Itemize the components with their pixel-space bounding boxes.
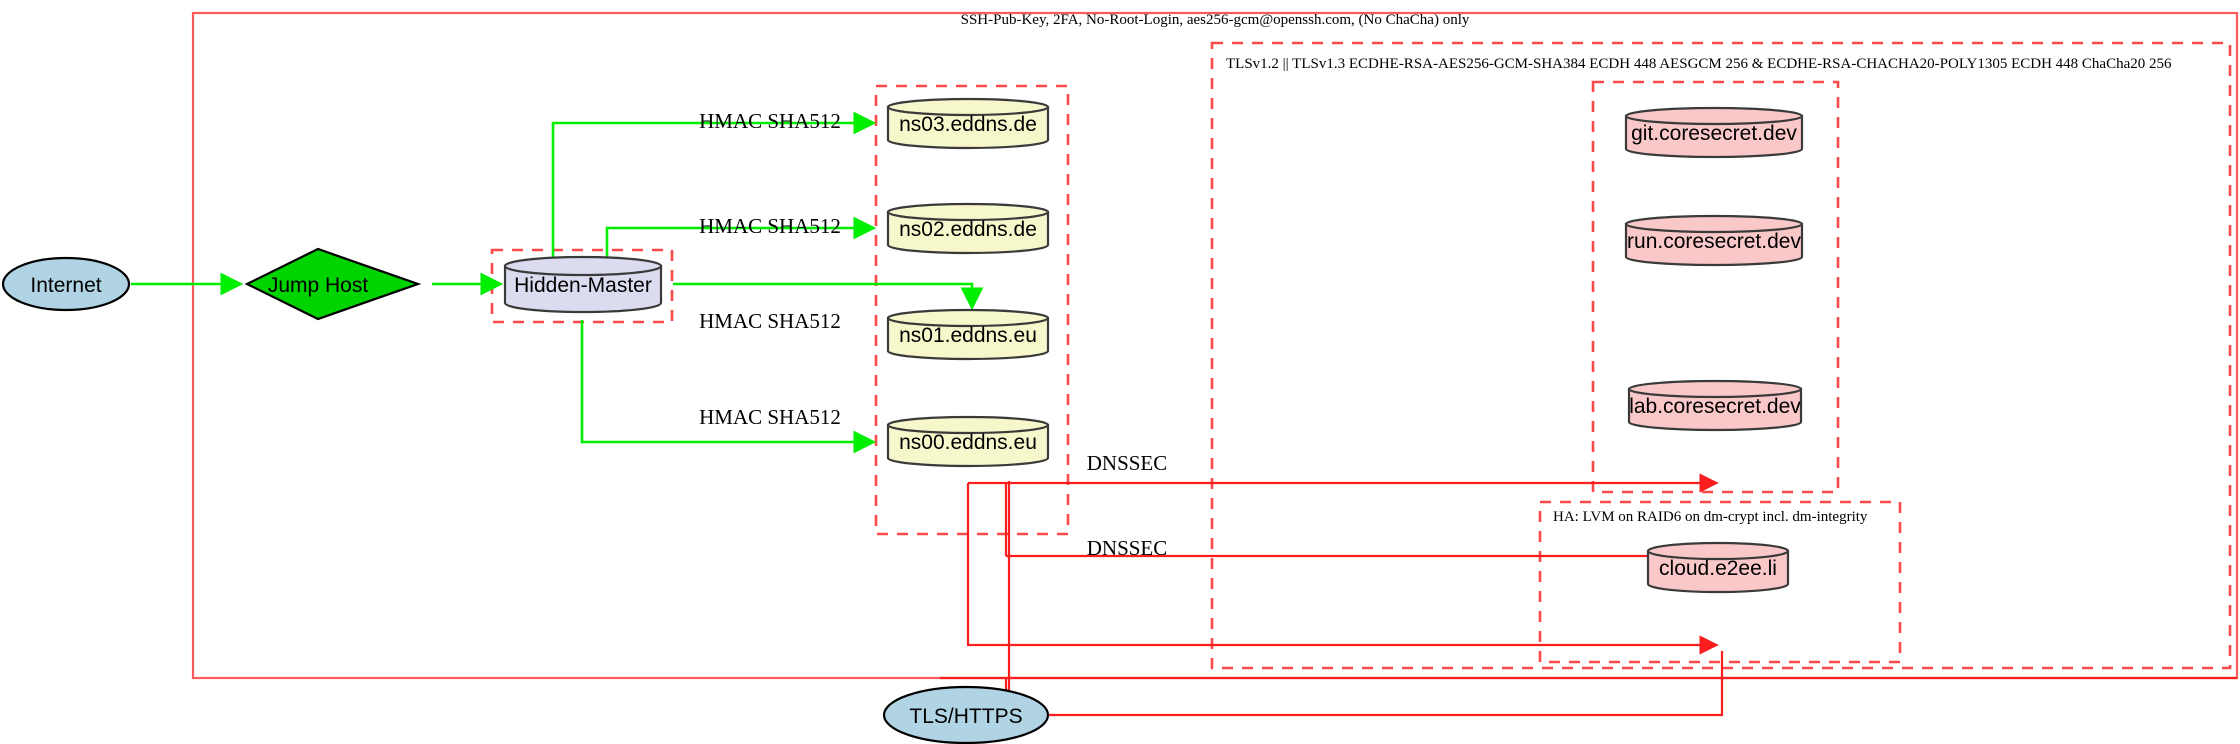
node-ns02[interactable]: ns02.eddns.de bbox=[886, 202, 1050, 255]
node-git-coresecret[interactable]: git.coresecret.dev bbox=[1624, 106, 1804, 159]
edge-hidden-master-to-ns01 bbox=[673, 282, 972, 307]
node-hidden-master-label: Hidden-Master bbox=[514, 274, 652, 297]
cluster-tls-label: TLSv1.2 || TLSv1.3 ECDHE-RSA-AES256-GCM-… bbox=[1226, 56, 2172, 72]
edge-hidden-master-to-ns02 bbox=[605, 228, 873, 260]
edge-label-hmac-4: HMAC SHA512 bbox=[699, 405, 841, 429]
node-lab-coresecret-label: lab.coresecret.dev bbox=[1629, 395, 1801, 418]
cluster-ha: HA: LVM on RAID6 on dm-crypt incl. dm-in… bbox=[1538, 500, 1902, 664]
node-jump-host[interactable]: Jump Host bbox=[244, 247, 422, 321]
node-ns00-label: ns00.eddns.eu bbox=[899, 431, 1037, 454]
edge-hidden-master-to-ns03 bbox=[551, 123, 873, 260]
node-ns03[interactable]: ns03.eddns.de bbox=[886, 97, 1050, 150]
edge-hidden-master-to-ns00 bbox=[580, 320, 873, 442]
node-tls-https-label: TLS/HTTPS bbox=[909, 705, 1022, 728]
edge-label-hmac-2: HMAC SHA512 bbox=[699, 214, 841, 238]
edge-label-dnssec-2: DNSSEC bbox=[1087, 536, 1168, 560]
edge-dnssec-2-segment bbox=[1004, 483, 1716, 558]
node-ns03-label: ns03.eddns.de bbox=[899, 113, 1037, 136]
node-hidden-master[interactable]: Hidden-Master bbox=[503, 255, 663, 314]
node-lab-coresecret[interactable]: lab.coresecret.dev bbox=[1627, 379, 1803, 432]
edge-dnssec-2 bbox=[966, 483, 1716, 645]
node-ns01-label: ns01.eddns.eu bbox=[899, 324, 1037, 347]
node-internet-label: Internet bbox=[30, 274, 101, 297]
node-cloud-e2ee-label: cloud.e2ee.li bbox=[1659, 557, 1777, 580]
edge-label-dnssec-1: DNSSEC bbox=[1087, 451, 1168, 475]
cluster-ha-label: HA: LVM on RAID6 on dm-crypt incl. dm-in… bbox=[1553, 509, 1868, 525]
node-git-coresecret-label: git.coresecret.dev bbox=[1631, 122, 1797, 145]
cluster-outer-ssh-label: SSH-Pub-Key, 2FA, No-Root-Login, aes256-… bbox=[961, 12, 1470, 28]
cluster-outer-ssh: SSH-Pub-Key, 2FA, No-Root-Login, aes256-… bbox=[191, 11, 2239, 680]
node-ns00[interactable]: ns00.eddns.eu bbox=[886, 415, 1050, 468]
cluster-coresecret bbox=[1591, 80, 1840, 494]
edge-label-hmac-3: HMAC SHA512 bbox=[699, 309, 841, 333]
cluster-tls: TLSv1.2 || TLSv1.3 ECDHE-RSA-AES256-GCM-… bbox=[1210, 41, 2232, 670]
node-tls-https[interactable]: TLS/HTTPS bbox=[882, 685, 1050, 744]
edge-tls-to-right bbox=[1048, 651, 1724, 717]
node-jump-host-label: Jump Host bbox=[268, 274, 369, 297]
node-cloud-e2ee[interactable]: cloud.e2ee.li bbox=[1646, 541, 1790, 594]
node-run-coresecret-label: run.coresecret.dev bbox=[1627, 230, 1801, 253]
node-run-coresecret[interactable]: run.coresecret.dev bbox=[1624, 214, 1804, 267]
node-ns01[interactable]: ns01.eddns.eu bbox=[886, 308, 1050, 361]
edge-label-hmac-1: HMAC SHA512 bbox=[699, 109, 841, 133]
node-internet[interactable]: Internet bbox=[1, 256, 131, 312]
node-ns02-label: ns02.eddns.de bbox=[899, 218, 1037, 241]
